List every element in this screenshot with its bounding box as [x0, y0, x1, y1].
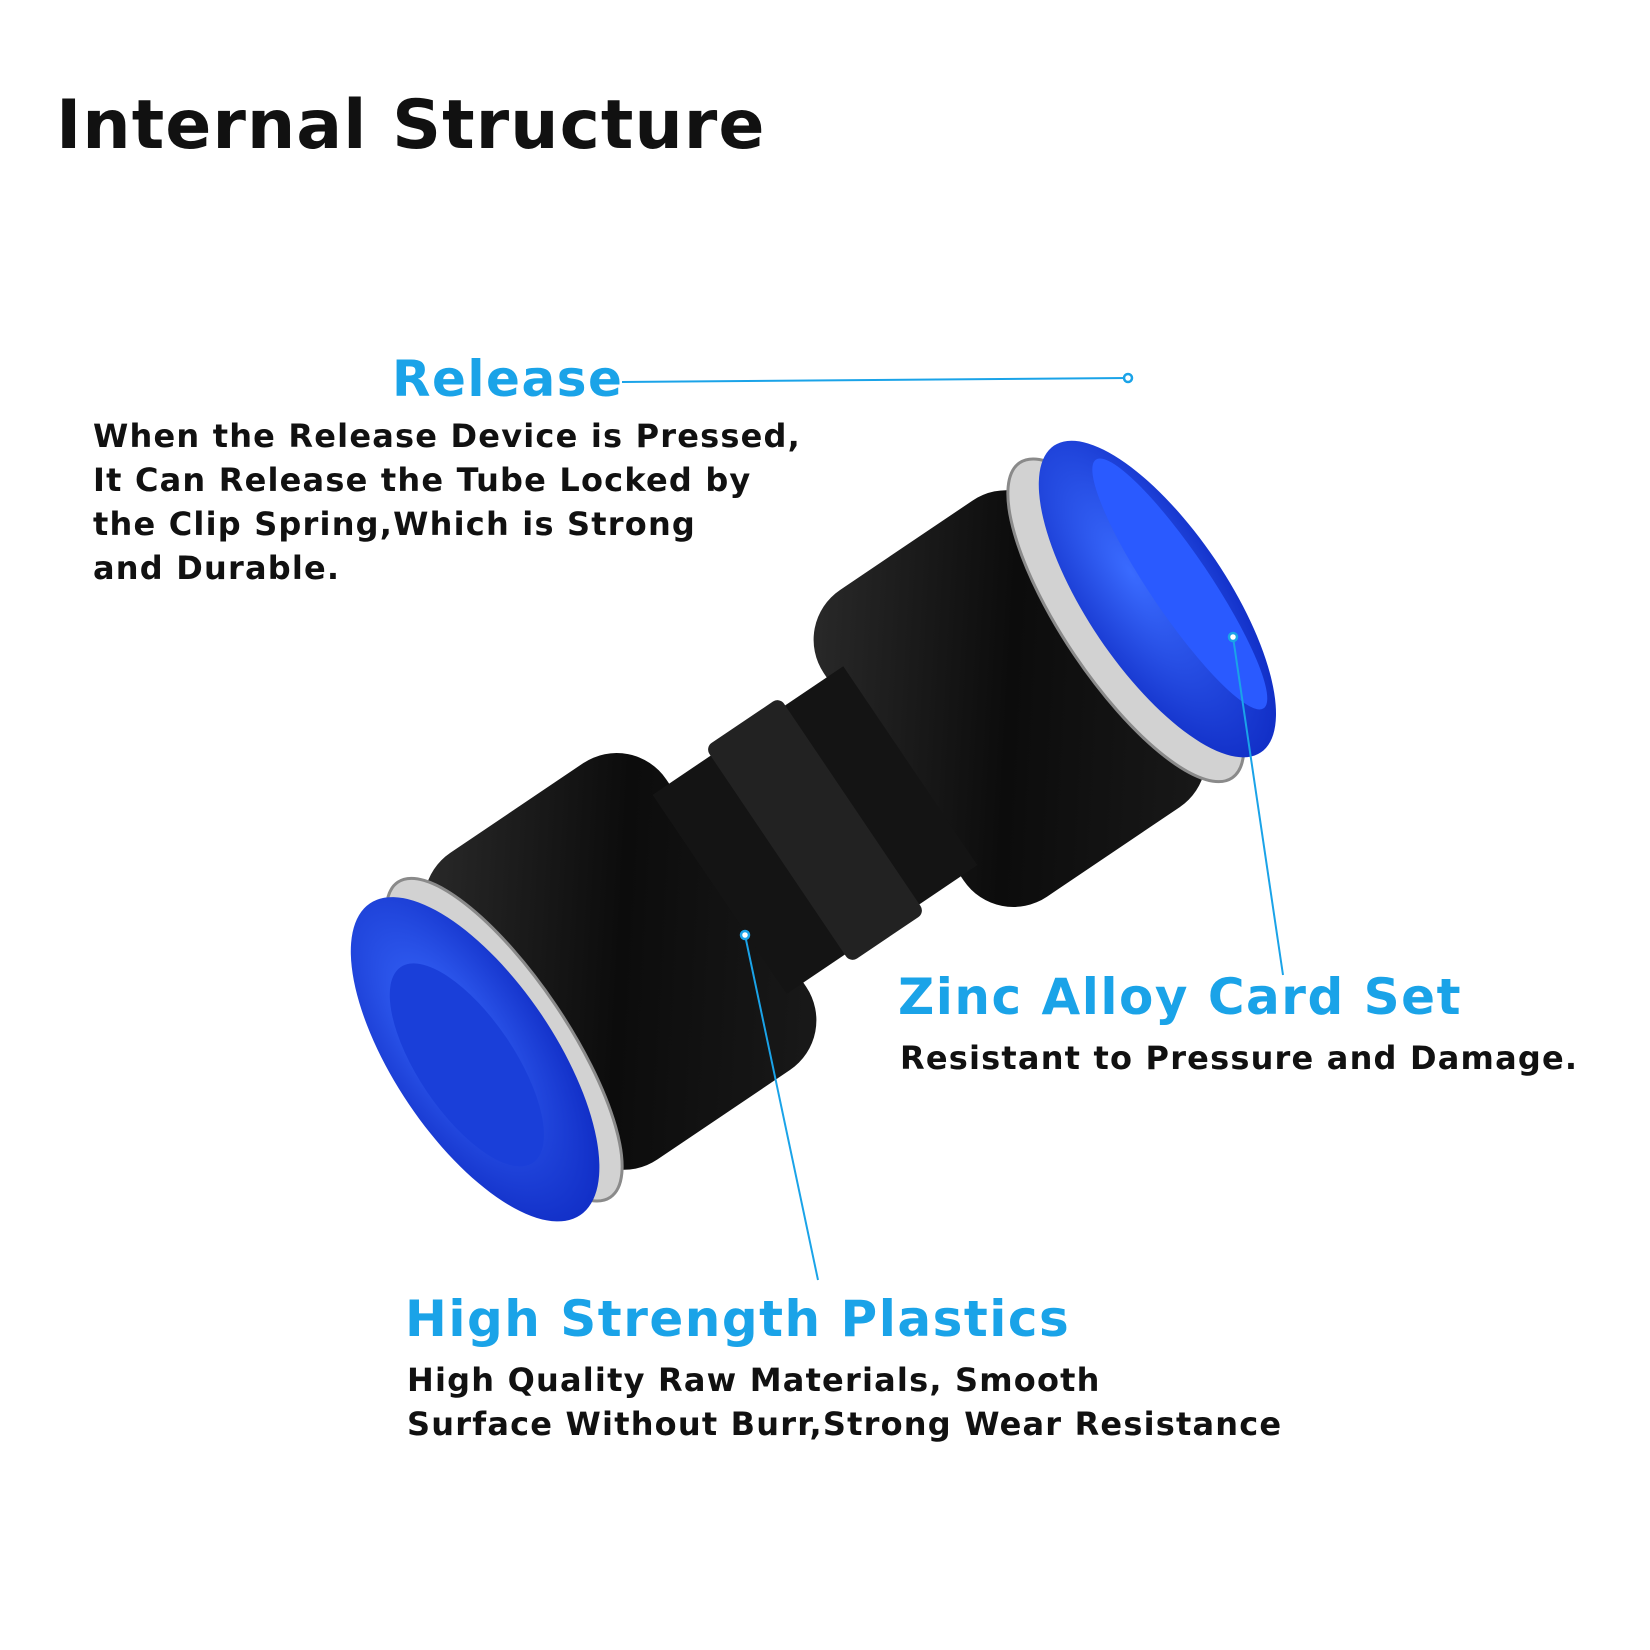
- right-collet-face: [1092, 458, 1268, 710]
- zinc-leader: [1232, 636, 1284, 976]
- plastics-dot: [739, 929, 751, 941]
- connector: [350, 440, 1277, 1222]
- zinc-heading: Zinc Alloy Card Set: [898, 968, 1462, 1026]
- page-title: Internal Structure: [56, 86, 766, 165]
- plastics-description: High Quality Raw Materials, Smooth Surfa…: [407, 1358, 1282, 1446]
- release-description: When the Release Device is Pressed, It C…: [93, 414, 801, 590]
- release-heading: Release: [392, 350, 624, 408]
- zinc-line: Resistant to Pressure and Damage.: [900, 1039, 1579, 1077]
- release-line: and Durable.: [93, 549, 341, 587]
- zinc-description: Resistant to Pressure and Damage.: [900, 1036, 1578, 1080]
- leader-dots: [739, 372, 1239, 941]
- release-line: It Can Release the Tube Locked by: [93, 461, 752, 499]
- release-dot: [1122, 372, 1134, 384]
- zinc-dot: [1227, 631, 1239, 643]
- plastics-leader: [744, 934, 819, 1281]
- plastics-line: High Quality Raw Materials, Smooth: [407, 1361, 1101, 1399]
- leader-lines: [621, 377, 1284, 1281]
- neck-ridge: [708, 700, 922, 960]
- release-line: the Clip Spring,Which is Strong: [93, 505, 697, 543]
- release-leader: [621, 377, 1129, 383]
- left-collet-bore: [389, 963, 544, 1167]
- plastics-line: Surface Without Burr,Strong Wear Resista…: [407, 1405, 1283, 1443]
- release-line: When the Release Device is Pressed,: [93, 417, 801, 455]
- plastics-heading: High Strength Plastics: [405, 1290, 1071, 1348]
